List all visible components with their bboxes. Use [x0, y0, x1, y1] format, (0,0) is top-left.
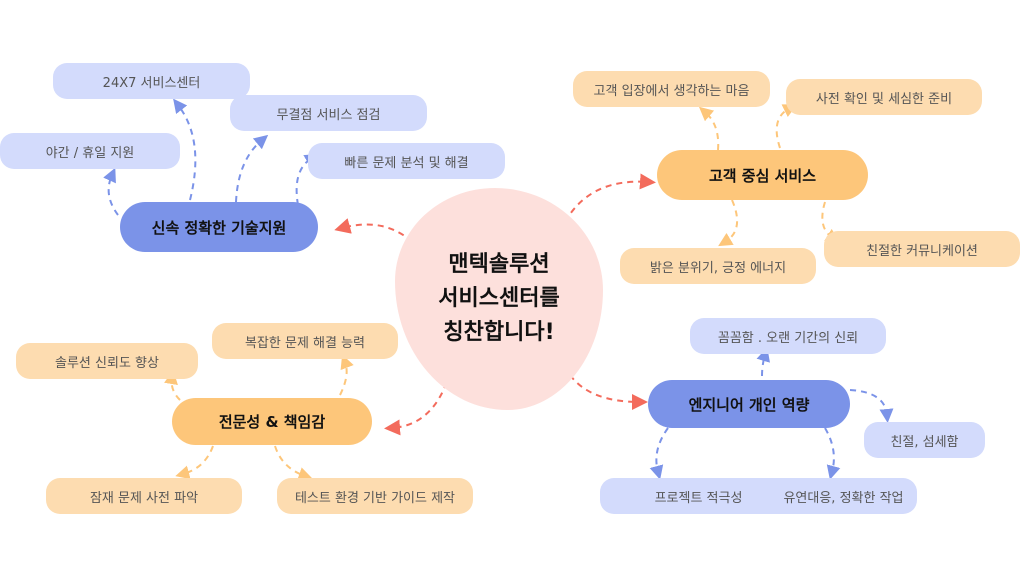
- center-line: 맨텍솔루션: [448, 252, 550, 277]
- leaf-node: 친절한 커뮤니케이션: [824, 231, 1020, 267]
- branch-engineer-skills: 엔지니어 개인 역량: [648, 380, 850, 428]
- branch-expertise: 전문성 & 책임감: [172, 398, 372, 445]
- leaf-node: 사전 확인 및 세심한 준비: [786, 79, 982, 115]
- leaf-node: 유연대응, 정확한 작업: [770, 478, 917, 514]
- central-topic: 맨텍솔루션 서비스센터를 칭찬합니다!: [395, 188, 603, 410]
- leaf-node: 야간 / 휴일 지원: [0, 133, 180, 169]
- leaf-node: 잠재 문제 사전 파악: [46, 478, 242, 514]
- branch-tech-support: 신속 정확한 기술지원: [120, 202, 318, 252]
- leaf-node: 밝은 분위기, 긍정 에너지: [620, 248, 816, 284]
- leaf-node: 무결점 서비스 점검: [230, 95, 427, 131]
- center-line: 칭찬합니다!: [443, 320, 555, 345]
- leaf-node: 24X7 서비스센터: [53, 63, 250, 99]
- leaf-node: 꼼꼼함 . 오랜 기간의 신뢰: [690, 318, 886, 354]
- leaf-node: 고객 입장에서 생각하는 마음: [573, 71, 770, 107]
- leaf-node: 친절, 섬세함: [864, 422, 985, 458]
- leaf-node: 복잡한 문제 해결 능력: [212, 323, 398, 359]
- center-line: 서비스센터를: [438, 286, 560, 311]
- branch-customer-service: 고객 중심 서비스: [657, 150, 868, 200]
- leaf-node: 프로젝트 적극성: [600, 478, 797, 514]
- leaf-node: 빠른 문제 분석 및 해결: [308, 143, 505, 179]
- leaf-node: 솔루션 신뢰도 향상: [16, 343, 198, 379]
- leaf-node: 테스트 환경 기반 가이드 제작: [277, 478, 473, 514]
